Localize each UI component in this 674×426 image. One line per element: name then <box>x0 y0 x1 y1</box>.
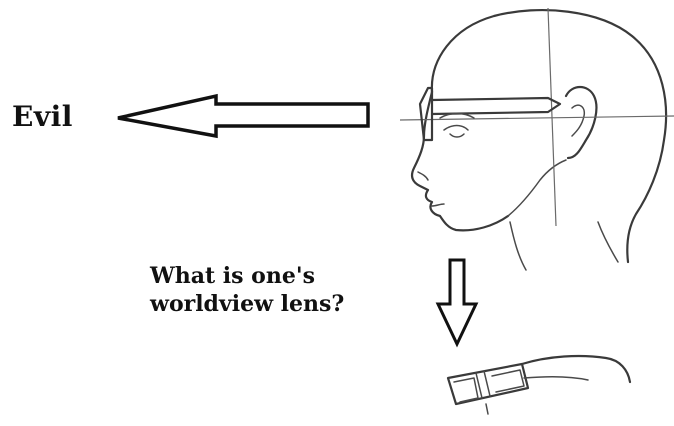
arrow-left-icon <box>118 96 368 136</box>
glasses-icon <box>448 356 630 414</box>
arrow-down-icon <box>438 260 476 344</box>
head-profile-sketch-icon <box>400 8 674 270</box>
